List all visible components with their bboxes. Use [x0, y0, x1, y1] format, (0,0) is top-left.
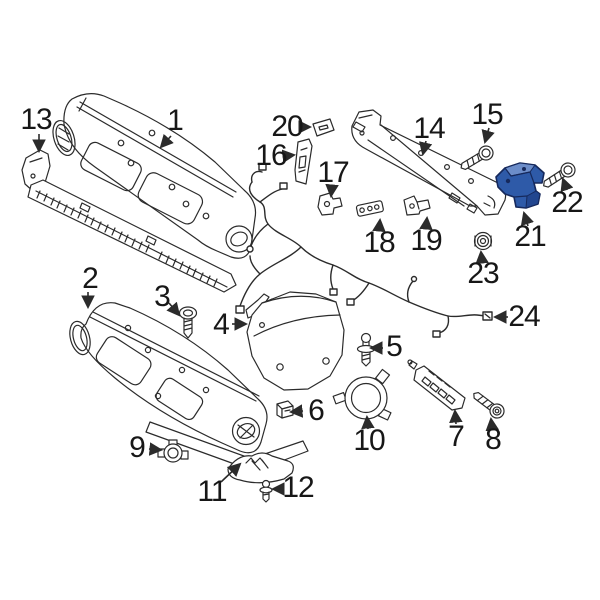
part-17-clip-drawing[interactable]	[317, 192, 343, 216]
part-20-plate-drawing[interactable]	[312, 118, 335, 137]
callout-11-arrow	[220, 462, 242, 483]
callout-7-label[interactable]: 7	[448, 420, 465, 453]
part-3-screw-drawing[interactable]	[178, 306, 198, 339]
callout-6-label[interactable]: 6	[308, 394, 325, 427]
callout-16-arrow	[281, 149, 297, 164]
callout-13-label[interactable]: 13	[20, 103, 52, 136]
callout-23-arrow	[475, 249, 489, 265]
part-23-nut-drawing[interactable]	[473, 231, 493, 251]
callout-12-label[interactable]: 12	[282, 471, 314, 504]
part-10-round-cover-drawing[interactable]	[332, 368, 392, 421]
part-4-side-cover-drawing[interactable]	[245, 291, 345, 391]
callout-24-label[interactable]: 24	[508, 300, 540, 333]
callout-21-label[interactable]: 21	[514, 220, 546, 253]
callout-3-arrow	[166, 301, 181, 317]
callout-15-arrow	[481, 127, 495, 144]
callout-11-label[interactable]: 11	[197, 475, 227, 508]
part-15-bolt-drawing[interactable]	[458, 143, 496, 174]
part-22-bolt-drawing[interactable]	[540, 160, 578, 191]
callout-18-label[interactable]: 18	[363, 226, 395, 259]
callout-9-label[interactable]: 9	[129, 431, 146, 464]
callout-2-label[interactable]: 2	[82, 262, 99, 295]
part-21-bracket-highlighted-drawing[interactable]	[495, 162, 545, 209]
part-12-screw-drawing[interactable]	[259, 479, 273, 503]
part-13-step-pad-drawing[interactable]	[21, 149, 237, 293]
part-14-impact-bar-drawing[interactable]	[351, 109, 507, 216]
callout-19-arrow	[419, 215, 433, 231]
part-1-bumper-cover-drawing[interactable]	[49, 93, 257, 259]
callout-20-label[interactable]: 20	[271, 110, 303, 143]
callout-5-label[interactable]: 5	[386, 330, 403, 363]
callout-17-label[interactable]: 17	[317, 156, 349, 189]
callout-3-label[interactable]: 3	[154, 280, 171, 313]
callout-arrows	[32, 120, 574, 496]
callout-1-label[interactable]: 1	[167, 104, 184, 137]
part-5-clip-screw-drawing[interactable]	[356, 332, 376, 367]
part-6-clip-drawing[interactable]	[276, 400, 294, 419]
callout-8-label[interactable]: 8	[485, 423, 502, 456]
callout-10-label[interactable]: 10	[353, 424, 385, 457]
part-24-wiring-harness-drawing[interactable]	[235, 163, 493, 338]
callout-16-label[interactable]: 16	[255, 139, 287, 172]
callout-21-arrow	[520, 211, 534, 227]
callout-18-arrow	[372, 217, 386, 233]
part-19-bracket-drawing[interactable]	[403, 195, 431, 216]
callout-10-arrow	[361, 414, 375, 430]
callout-19-label[interactable]: 19	[410, 224, 442, 257]
callout-22-label[interactable]: 22	[551, 186, 583, 219]
callout-15-label[interactable]: 15	[471, 98, 503, 131]
callout-1-arrow	[159, 133, 174, 149]
part-8-screw-drawing[interactable]	[470, 388, 507, 421]
part-11-bracket-drawing[interactable]	[227, 452, 294, 484]
callout-7-arrow	[449, 408, 463, 425]
part-7-rail-bracket-drawing[interactable]	[407, 359, 466, 411]
callout-6-arrow	[288, 404, 304, 418]
callout-4-label[interactable]: 4	[213, 308, 230, 341]
callout-9-arrow	[148, 442, 164, 456]
callout-14-arrow	[418, 140, 433, 156]
callout-23-label[interactable]: 23	[467, 257, 499, 290]
callout-8-arrow	[485, 416, 500, 432]
part-16-bracket-drawing[interactable]	[294, 138, 313, 185]
part-21-facet-shade	[525, 190, 541, 209]
part-18-bracket-drawing[interactable]	[355, 200, 384, 217]
callout-14-label[interactable]: 14	[413, 112, 445, 145]
callout-17-arrow	[325, 183, 339, 199]
callout-22-arrow	[560, 177, 574, 193]
